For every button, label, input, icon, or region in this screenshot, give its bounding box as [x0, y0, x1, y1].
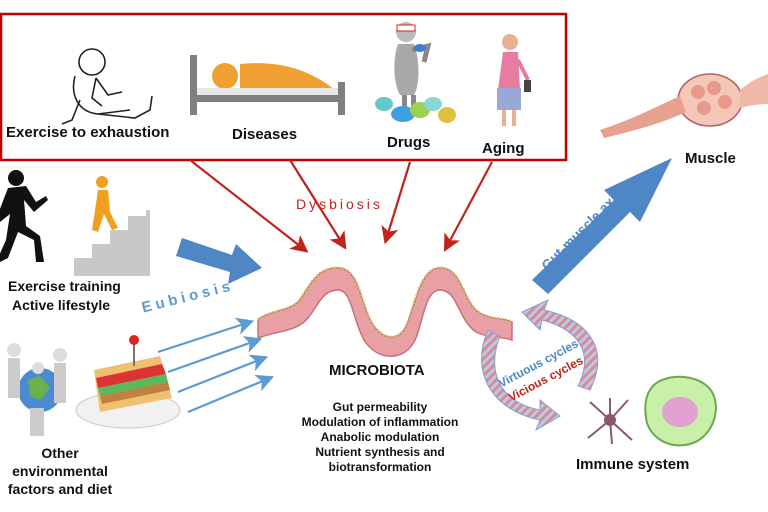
- exhausted-person-icon: [61, 48, 153, 125]
- stairs-climber-icon: [74, 176, 150, 276]
- dysbiosis-arrows: [189, 159, 493, 253]
- other-factors-line-2: environmental: [12, 463, 108, 479]
- muscle-icon: [600, 73, 768, 138]
- muscle-label: Muscle: [685, 150, 736, 167]
- exercise-exhaustion-label: Exercise to exhaustion: [6, 124, 170, 141]
- dendritic-cell-icon: [587, 398, 633, 445]
- cycles-arrows: [481, 299, 599, 432]
- active-lifestyle-label: Active lifestyle: [12, 297, 111, 313]
- microbiota-functions: Gut permeability Modulation of inflammat…: [290, 400, 470, 475]
- function-item: Anabolic modulation: [320, 430, 440, 444]
- other-factors-label: Other environmental factors and diet: [0, 444, 120, 498]
- globe-people-icon: [7, 343, 67, 436]
- sandwich-icon: [75, 335, 181, 429]
- gut-muscle-axis-arrow: [532, 158, 672, 294]
- other-factors-line-1: Other: [41, 445, 79, 461]
- function-item: Modulation of inflammation: [301, 415, 459, 429]
- function-item: Nutrient synthesis and: [315, 445, 445, 459]
- other-factors-line-3: factors and diet: [7, 481, 113, 497]
- immune-cell-icon: [644, 375, 717, 447]
- diseases-label: Diseases: [232, 126, 298, 143]
- aging-label: Aging: [482, 140, 525, 157]
- microbiota-title: MICROBIOTA: [329, 362, 425, 379]
- pill-figure-icon: [375, 22, 456, 123]
- function-item: Gut permeability: [332, 400, 428, 414]
- gut-icon: [257, 266, 513, 357]
- function-item: biotransformation: [328, 460, 432, 474]
- drugs-label: Drugs: [387, 134, 431, 151]
- eubiosis-arrows: [157, 317, 275, 414]
- dysbiosis-label: Dysbiosis: [296, 196, 383, 212]
- runner-icon: [0, 170, 48, 262]
- exercise-training-label: Exercise training: [8, 278, 121, 294]
- bed-icon: [190, 55, 345, 115]
- elderly-woman-icon: [497, 34, 531, 126]
- immune-system-label: Immune system: [576, 456, 690, 473]
- stressors-frame: [0, 12, 568, 162]
- exercise-training-arrow: [176, 238, 262, 284]
